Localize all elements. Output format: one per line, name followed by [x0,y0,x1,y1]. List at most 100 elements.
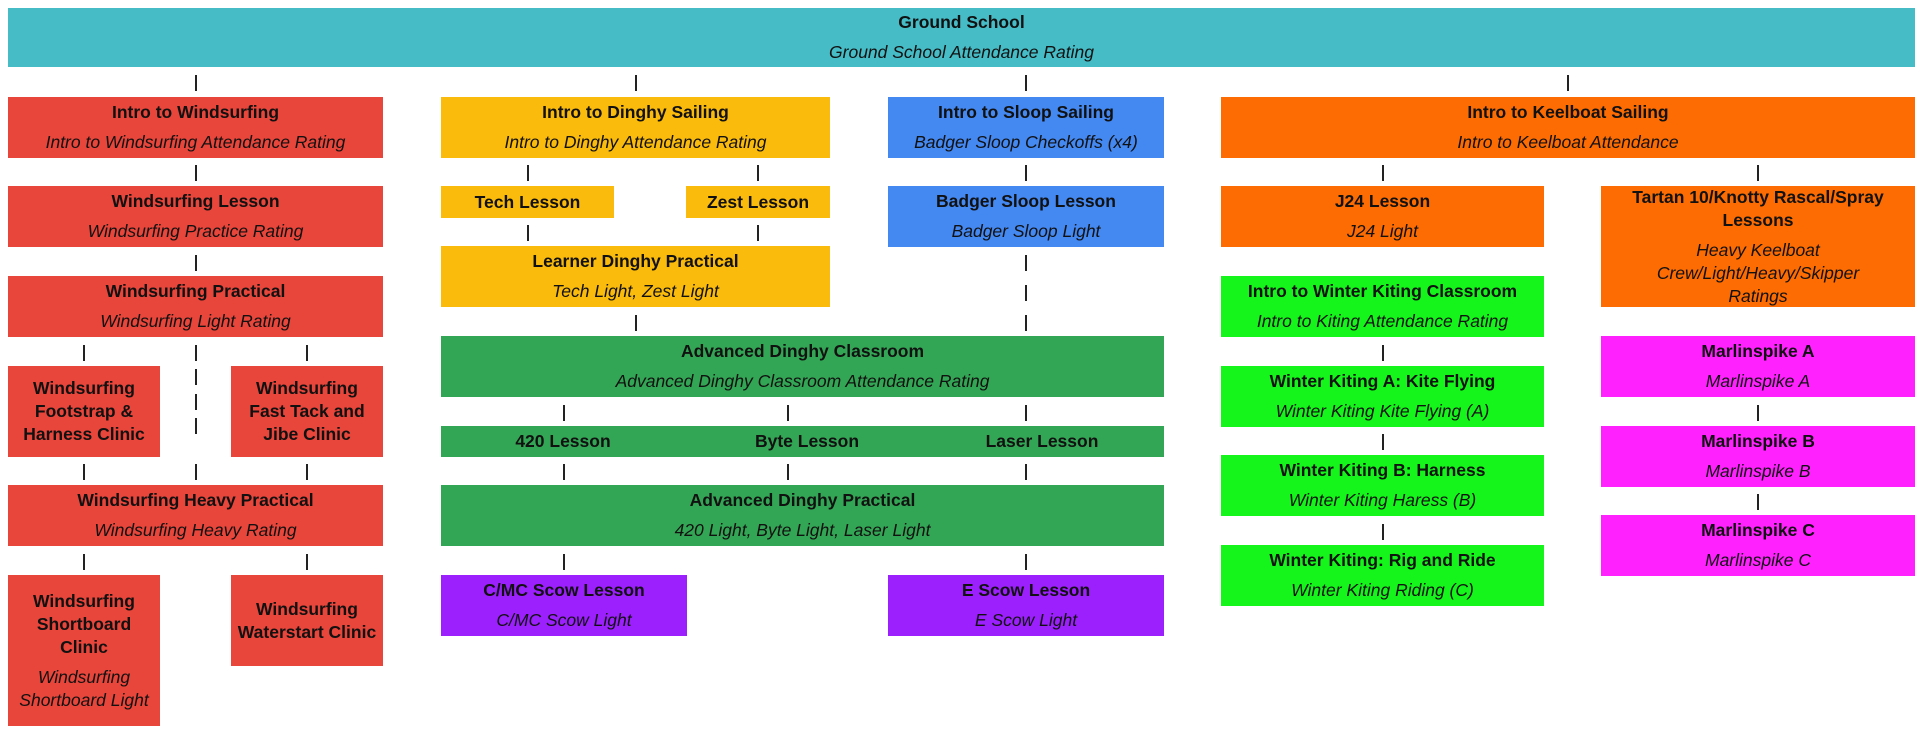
connector-line [1382,165,1384,181]
node-intro-keelboat-sailing: Intro to Keelboat Sailing Intro to Keelb… [1221,97,1915,158]
node-title: Winter Kiting A: Kite Flying [1269,371,1496,391]
node-intro-windsurfing: Intro to Windsurfing Intro to Windsurfin… [8,97,383,158]
node-title: Zest Lesson [706,191,810,212]
node-subtitle: Intro to Windsurfing Attendance Rating [45,132,346,152]
connector-line [635,75,637,91]
node-subtitle: Badger Sloop Checkoffs (x4) [914,132,1138,152]
connector-line [1025,285,1027,301]
node-title: Tartan 10/Knotty Rascal/Spray Lessons [1632,186,1884,230]
connector-line [195,464,197,480]
node-intro-sloop-sailing: Intro to Sloop Sailing Badger Sloop Chec… [888,97,1164,158]
node-title: Advanced Dinghy Classroom [680,341,925,361]
node-laser-lesson: Laser Lesson [985,431,1099,451]
connector-line [563,405,565,421]
connector-line [1757,405,1759,421]
connector-line [306,554,308,570]
node-subtitle: C/MC Scow Light [496,610,632,630]
node-title: Learner Dinghy Practical [532,251,739,271]
connector-line [306,345,308,361]
node-title: Windsurfing Shortboard Clinic [33,590,135,657]
connector-line [563,554,565,570]
connector-line [1757,494,1759,510]
node-boat-lessons-row: 420 Lesson Byte Lesson Laser Lesson [441,426,1164,457]
node-subtitle: J24 Light [1346,221,1419,241]
node-tartan-lessons: Tartan 10/Knotty Rascal/Spray Lessons He… [1601,186,1915,307]
node-intro-dinghy-sailing: Intro to Dinghy Sailing Intro to Dinghy … [441,97,830,158]
node-title: Intro to Keelboat Sailing [1467,102,1669,122]
node-windsurfing-footstrap-clinic: Windsurfing Footstrap & Harness Clinic [8,366,160,457]
node-advanced-dinghy-practical: Advanced Dinghy Practical 420 Light, Byt… [441,485,1164,546]
node-cmc-scow-lesson: C/MC Scow Lesson C/MC Scow Light [441,575,687,636]
node-420-lesson: 420 Lesson [515,431,611,451]
node-subtitle: Intro to Kiting Attendance Rating [1256,311,1509,331]
connector-line [1382,524,1384,540]
node-subtitle: Windsurfing Light Rating [100,311,291,331]
connector-line [1025,75,1027,91]
connector-line [1757,165,1759,181]
node-title: Badger Sloop Lesson [936,191,1116,211]
node-winter-kiting-c: Winter Kiting: Rig and Ride Winter Kitin… [1221,545,1544,606]
node-windsurfing-lesson: Windsurfing Lesson Windsurfing Practice … [8,186,383,247]
node-subtitle: Badger Sloop Light [951,221,1101,241]
node-subtitle: 420 Light, Byte Light, Laser Light [674,520,931,540]
node-subtitle: Ground School Attendance Rating [829,42,1094,62]
connector-line [195,255,197,271]
node-title: Windsurfing Practical [105,281,286,301]
connector-line [195,75,197,91]
node-marlinspike-b: Marlinspike B Marlinspike B [1601,426,1915,487]
node-windsurfing-waterstart-clinic: Windsurfing Waterstart Clinic [231,575,383,666]
node-title: Windsurfing Fast Tack and Jibe Clinic [249,378,365,444]
node-title: Intro to Winter Kiting Classroom [1247,281,1518,301]
node-subtitle: Intro to Dinghy Attendance Rating [504,132,767,152]
node-tech-lesson: Tech Lesson [441,186,614,218]
connector-line [195,418,197,434]
node-marlinspike-a: Marlinspike A Marlinspike A [1601,336,1915,397]
connector-line [1025,554,1027,570]
node-subtitle: Marlinspike B [1705,461,1811,481]
node-subtitle: Marlinspike C [1705,550,1811,570]
node-title: J24 Lesson [1334,191,1431,211]
node-title: Intro to Dinghy Sailing [542,102,729,122]
connector-line [83,554,85,570]
node-marlinspike-c: Marlinspike C Marlinspike C [1601,515,1915,576]
connector-line [787,464,789,480]
node-subtitle: Winter Kiting Haress (B) [1288,490,1477,510]
node-title: Winter Kiting: Rig and Ride [1269,550,1496,570]
connector-line [1382,434,1384,450]
node-title: Windsurfing Heavy Practical [77,490,314,510]
node-zest-lesson: Zest Lesson [686,186,830,218]
node-windsurfing-practical: Windsurfing Practical Windsurfing Light … [8,276,383,337]
connector-line [635,315,637,331]
connector-line [1025,255,1027,271]
node-title: Windsurfing Footstrap & Harness Clinic [23,378,145,444]
node-intro-winter-kiting: Intro to Winter Kiting Classroom Intro t… [1221,276,1544,337]
node-subtitle: Marlinspike A [1705,371,1811,391]
connector-line [1025,464,1027,480]
connector-line [527,225,529,241]
node-byte-lesson: Byte Lesson [754,431,860,451]
node-windsurfing-shortboard-clinic: Windsurfing Shortboard Clinic Windsurfin… [8,575,160,726]
connector-line [195,369,197,385]
connector-line [195,394,197,410]
node-title: Marlinspike B [1701,431,1815,451]
connector-line [195,165,197,181]
connector-line [757,165,759,181]
node-subtitle: Windsurfing Heavy Rating [94,520,297,540]
node-j24-lesson: J24 Lesson J24 Light [1221,186,1544,247]
node-subtitle: Advanced Dinghy Classroom Attendance Rat… [615,371,990,391]
connector-line [1025,405,1027,421]
connector-line [83,345,85,361]
connector-line [1025,165,1027,181]
connector-line [1025,315,1027,331]
node-title: Marlinspike A [1701,341,1815,361]
node-winter-kiting-b: Winter Kiting B: Harness Winter Kiting H… [1221,455,1544,516]
node-subtitle: Winter Kiting Riding (C) [1291,580,1474,600]
node-badger-sloop-lesson: Badger Sloop Lesson Badger Sloop Light [888,186,1164,247]
connector-line [83,464,85,480]
node-title: Windsurfing Waterstart Clinic [237,598,377,642]
node-windsurfing-fast-tack-clinic: Windsurfing Fast Tack and Jibe Clinic [231,366,383,457]
node-subtitle: Heavy Keelboat Crew/Light/Heavy/Skipper … [1656,239,1860,306]
node-subtitle: Tech Light, Zest Light [552,281,719,301]
node-title: E Scow Lesson [961,580,1091,600]
